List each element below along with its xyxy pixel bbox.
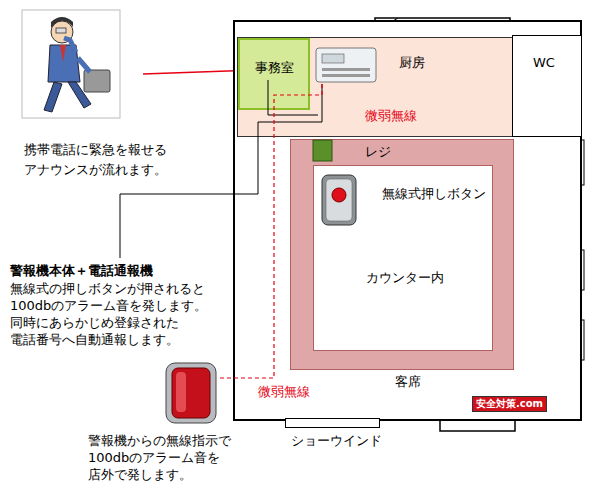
counter-ring: レジ無線式押しボタンカウンター内 bbox=[290, 139, 514, 370]
office-room: 事務室 bbox=[238, 38, 310, 110]
phone-note: 携帯電話に緊急を報せる アナウンスが流れます。 bbox=[24, 140, 194, 180]
node-label: ショーウインド bbox=[291, 433, 382, 449]
alarm-display bbox=[322, 54, 344, 63]
radio-line bbox=[218, 84, 322, 378]
node-label: 無線式押しボタン bbox=[382, 186, 486, 202]
show-window: ショーウインド bbox=[285, 418, 380, 428]
counter-inside: 無線式押しボタンカウンター内 bbox=[313, 165, 493, 351]
siren-lamp bbox=[172, 368, 210, 418]
unit-heading: 警報機本体＋電話通報機 bbox=[10, 262, 250, 279]
alarm-keys bbox=[322, 68, 370, 71]
register-symbol bbox=[313, 140, 332, 161]
push-button bbox=[322, 175, 356, 225]
alarm-unit bbox=[316, 48, 376, 82]
wc-room: WC bbox=[512, 35, 582, 137]
node-label: カウンター内 bbox=[366, 270, 444, 286]
siren-description: 警報機からの無線指示で 100dbのアラーム音を 店外で発します。 bbox=[88, 432, 288, 483]
site-logo: 安全対策.com bbox=[472, 396, 547, 412]
node-label: 厨房 bbox=[399, 55, 425, 71]
radio-label: 微弱無線 bbox=[258, 384, 338, 400]
siren-shine bbox=[176, 372, 186, 412]
node-label: 客席 bbox=[395, 374, 421, 390]
push-button-face bbox=[326, 179, 352, 221]
siren-body bbox=[166, 363, 216, 423]
leader-line bbox=[268, 80, 318, 115]
shop-floor: 客席 厨房微弱無線 事務室 WC レジ無線式押しボタンカウンター内 bbox=[233, 20, 582, 421]
kitchen-area: 厨房微弱無線 事務室 bbox=[237, 37, 513, 137]
alarm-keys bbox=[322, 74, 370, 77]
node-label: WC bbox=[533, 55, 555, 71]
businessman-figure bbox=[22, 10, 120, 118]
node-label: 事務室 bbox=[255, 60, 294, 76]
push-button-red bbox=[332, 188, 346, 202]
node-label: レジ bbox=[365, 144, 391, 160]
leader-line bbox=[120, 84, 322, 258]
node-label: 微弱無線 bbox=[365, 108, 417, 124]
unit-description: 無線式の押しボタンが押されると 100dbのアラーム音を発します。 同時にあらか… bbox=[10, 280, 255, 348]
